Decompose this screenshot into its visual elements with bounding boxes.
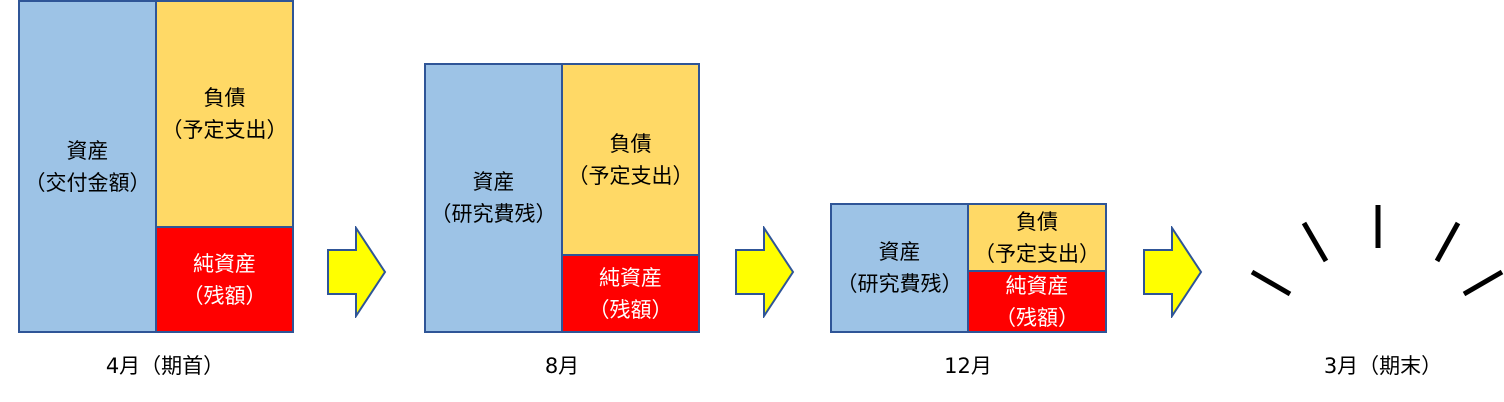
april-asset-box: 資産 （交付金額） — [18, 0, 157, 333]
right-arrow-icon — [1143, 226, 1203, 318]
march-label: 3月（期末） — [1323, 354, 1443, 378]
december-equity-box: 純資産 （残額） — [967, 270, 1107, 333]
december-asset-box: 資産 （研究費残） — [830, 203, 969, 333]
december-label: 12月 — [944, 354, 992, 378]
august-equity-box: 純資産 （残額） — [561, 254, 700, 333]
august-liability-box: 負債 （予定支出） — [561, 63, 700, 256]
august-label: 8月 — [544, 354, 580, 378]
right-arrow-icon — [735, 226, 795, 318]
radiating-lines-icon — [1250, 205, 1504, 297]
august-asset-box: 資産 （研究費残） — [424, 63, 563, 333]
april-liability-box: 負債 （予定支出） — [155, 0, 294, 228]
right-arrow-icon — [327, 226, 387, 318]
april-equity-box: 純資産 （残額） — [155, 226, 294, 333]
december-liability-box: 負債 （予定支出） — [967, 203, 1107, 272]
april-label: 4月（期首） — [105, 354, 225, 378]
